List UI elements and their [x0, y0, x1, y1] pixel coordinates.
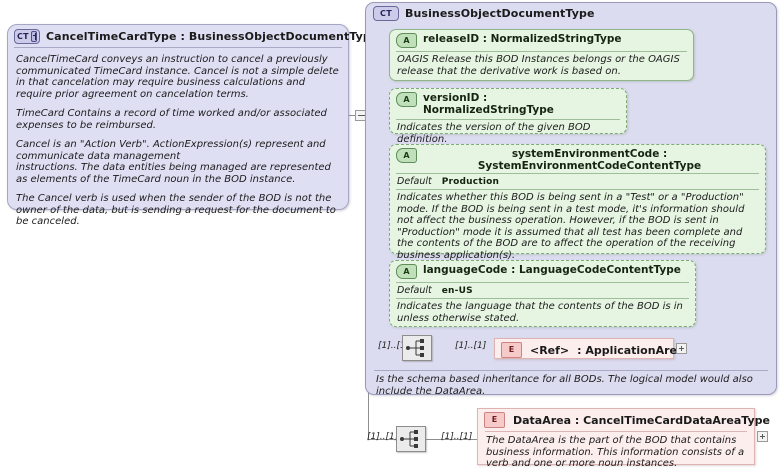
plus-icon[interactable]: [30, 31, 37, 42]
header-divider: [14, 47, 342, 48]
canceltimecardtype-header: CT CancelTimeCardType : BusinessObjectDo…: [8, 25, 378, 47]
attribute-divider: [396, 173, 759, 174]
expand-applicationarea-button[interactable]: [676, 343, 687, 354]
attribute-releaseid-header: A releaseID : NormalizedStringType: [390, 30, 693, 51]
attribute-systemenvironmentcode-title: systemEnvironmentCode : SystemEnvironmen…: [477, 148, 702, 172]
element-applicationarea-header: E <Ref> : ApplicationArea: [495, 339, 684, 361]
attribute-divider: [396, 51, 687, 52]
complex-type-expand-icon[interactable]: CT: [14, 29, 40, 44]
connector-sequence-to-dataarea: [425, 439, 477, 440]
attribute-divider: [396, 298, 689, 299]
element-applicationarea-name: ApplicationArea: [585, 343, 685, 357]
cardinality-dataarea-sequence-left: [1]..[1]: [367, 432, 399, 442]
attribute-icon: A: [396, 264, 417, 279]
attribute-icon: A: [396, 33, 417, 48]
attribute-badge-label: A: [403, 35, 410, 45]
sequence-compositor-icon[interactable]: [396, 426, 426, 452]
element-applicationarea-type: : ApplicationArea: [577, 344, 684, 357]
attribute-systemenvironmentcode[interactable]: A systemEnvironmentCode : SystemEnvironm…: [389, 144, 766, 261]
doc-paragraph: TimeCard Contains a record of time worke…: [16, 108, 327, 131]
canceltimecardtype-card[interactable]: CT CancelTimeCardType : BusinessObjectDo…: [7, 24, 378, 227]
doc-paragraph: CancelTimeCard conveys an instruction to…: [16, 54, 339, 100]
connector-trunk-to-dataarea-seq: [368, 439, 395, 440]
ct-badge-label: CT: [380, 8, 392, 18]
attribute-languagecode-title: languageCode : LanguageCodeContentType: [423, 264, 681, 276]
connector-left-to-toggle: [349, 115, 355, 116]
attribute-systemenvironmentcode-documentation: Indicates whether this BOD is being sent…: [397, 192, 745, 261]
attribute-divider: [396, 119, 620, 120]
businessobjectdocumenttype-header: CT BusinessObjectDocumentType: [366, 3, 776, 23]
default-label: Default: [397, 176, 432, 187]
attribute-versionid-documentation: Indicates the version of the given BOD d…: [397, 122, 591, 145]
cardinality-sequence-right: [1]..[1]: [455, 341, 487, 351]
element-applicationarea[interactable]: E <Ref> : ApplicationArea: [494, 338, 684, 361]
cardinality-dataarea-sequence-right: [1]..[1]: [441, 432, 473, 442]
doc-paragraph: The Cancel verb is used when the sender …: [16, 193, 336, 227]
doc-paragraph: Cancel is an "Action Verb". ActionExpres…: [16, 139, 331, 185]
attribute-releaseid-documentation: OAGIS Release this BOD Instances belongs…: [397, 54, 680, 77]
attribute-releaseid-title: releaseID : NormalizedStringType: [423, 33, 622, 45]
element-icon: E: [484, 412, 505, 428]
attribute-languagecode-documentation: Indicates the language that the contents…: [397, 301, 683, 324]
element-ref-label: <Ref>: [530, 343, 570, 357]
default-value: Production: [441, 177, 500, 187]
element-dataarea-header: E DataArea : CancelTimeCardDataAreaType: [478, 409, 770, 431]
type-separator: :: [577, 343, 582, 357]
businessobjectdocumenttype-title: BusinessObjectDocumentType: [405, 7, 595, 20]
attribute-releaseid[interactable]: A releaseID : NormalizedStringType OAGIS…: [389, 29, 694, 81]
attribute-versionid[interactable]: A versionID : NormalizedStringType Indic…: [389, 88, 627, 145]
attribute-badge-label: A: [403, 94, 410, 104]
attribute-divider: [396, 189, 759, 190]
element-dataarea-title: DataArea : CancelTimeCardDataAreaType: [513, 413, 770, 427]
attribute-badge-label: A: [403, 266, 410, 276]
complex-type-icon: CT: [373, 6, 399, 21]
attribute-divider: [396, 282, 689, 283]
attribute-languagecode-header: A languageCode : LanguageCodeContentType: [390, 261, 695, 282]
sequence-compositor-icon[interactable]: [402, 335, 432, 361]
attribute-languagecode-default: Default en-US: [390, 283, 695, 298]
element-badge-label: E: [491, 415, 498, 424]
canceltimecardtype-documentation: CancelTimeCard conveys an instruction to…: [8, 48, 348, 234]
expand-dataarea-button[interactable]: [757, 431, 768, 442]
attribute-icon: A: [396, 92, 417, 107]
element-divider: [485, 431, 747, 432]
element-dataarea-documentation: The DataArea is the part of the BOD that…: [486, 435, 745, 469]
panel-divider: [374, 370, 768, 371]
canceltimecardtype-title: CancelTimeCardType : BusinessObjectDocum…: [46, 30, 379, 43]
attribute-languagecode[interactable]: A languageCode : LanguageCodeContentType…: [389, 260, 696, 327]
attribute-icon: A: [396, 148, 417, 163]
element-badge-label: E: [508, 345, 515, 354]
attribute-systemenvironmentcode-header: A systemEnvironmentCode : SystemEnvironm…: [390, 145, 765, 173]
attribute-versionid-header: A versionID : NormalizedStringType: [390, 89, 626, 119]
default-value: en-US: [441, 286, 473, 296]
cardinality-sequence-left: [1]..[1]: [378, 341, 410, 351]
element-icon: E: [501, 342, 522, 358]
ct-badge-label: CT: [17, 31, 29, 41]
default-label: Default: [397, 285, 432, 296]
attribute-badge-label: A: [403, 150, 410, 160]
element-dataarea[interactable]: E DataArea : CancelTimeCardDataAreaType …: [477, 408, 770, 469]
attribute-versionid-title: versionID : NormalizedStringType: [423, 92, 554, 116]
attribute-systemenvironmentcode-default: Default Production: [390, 174, 765, 189]
businessobjectdocumenttype-documentation: Is the schema based inheritance for all …: [376, 374, 753, 397]
